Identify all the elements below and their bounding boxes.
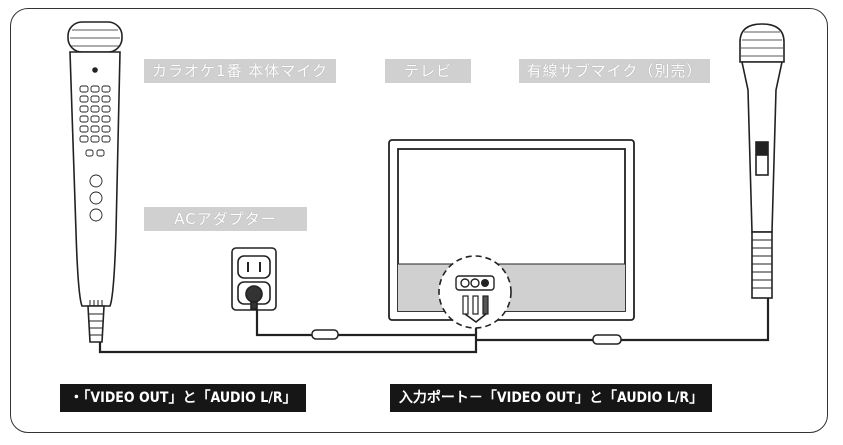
label-ac-adapter: ACアダプター	[144, 207, 307, 231]
caption-right: 入力ポート－「VIDEO OUT」と「AUDIO L/R」	[390, 384, 712, 412]
wired-sub-microphone-icon	[739, 23, 785, 299]
cables	[98, 298, 770, 354]
av-input-ports-icon	[438, 255, 512, 329]
label-tv: テレビ	[385, 59, 471, 83]
diagram-frame	[10, 8, 828, 433]
ferrite-cores	[311, 329, 622, 345]
label-main-mic: カラオケ1番 本体マイク	[144, 59, 336, 83]
label-wired-mic: 有線サブマイク（別売）	[519, 59, 710, 83]
wall-outlet-icon	[231, 247, 277, 311]
karaoke-main-microphone-icon	[67, 21, 123, 343]
caption-left: ・「VIDEO OUT」と「AUDIO L/R」	[60, 384, 306, 412]
